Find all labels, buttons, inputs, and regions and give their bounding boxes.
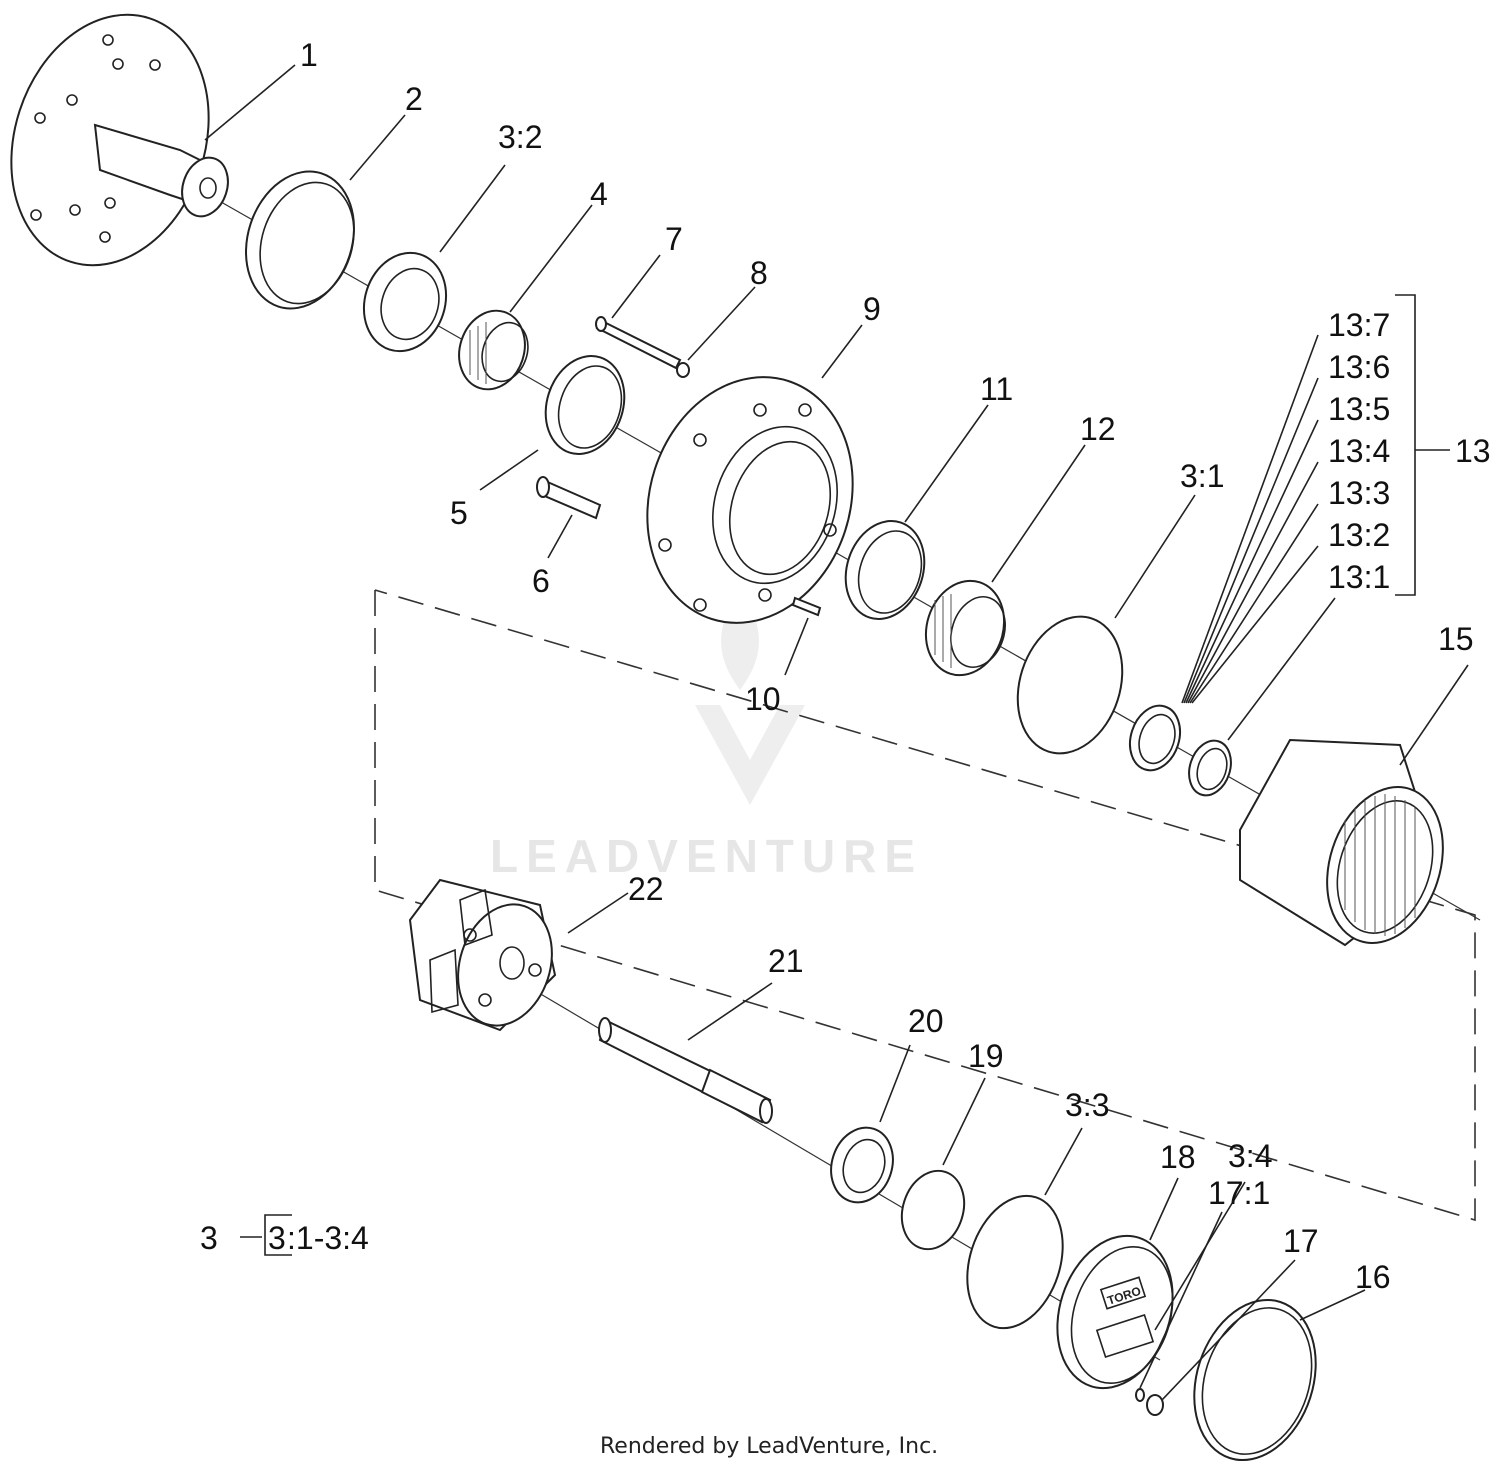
label-9: 9 <box>863 291 881 327</box>
footer-credit: Rendered by LeadVenture, Inc. <box>600 1434 938 1459</box>
label-13-4: 13:4 <box>1328 433 1390 469</box>
part-2-seal-sleeve <box>245 170 355 310</box>
part-9-wheel-hub <box>646 376 854 624</box>
label-2: 2 <box>405 81 423 117</box>
part-16-snap-ring <box>1193 1298 1317 1462</box>
part-1-flange-shaft <box>10 13 229 267</box>
part-3-1-o-ring <box>1016 615 1124 755</box>
dashed-connection-line <box>374 589 1476 1222</box>
part-3-3-o-ring <box>966 1194 1064 1330</box>
part-21-input-shaft <box>598 1017 773 1124</box>
label-20: 20 <box>908 1003 944 1039</box>
part-20-thrust-washer <box>830 1126 894 1204</box>
part-22-planet-carrier <box>408 878 557 1032</box>
label-19: 19 <box>968 1038 1004 1074</box>
legend-kit-prefix: 3 <box>268 1220 286 1256</box>
part-10-pin <box>791 596 822 617</box>
label-3-3: 3:3 <box>1065 1087 1109 1123</box>
label-13-3: 13:3 <box>1328 475 1390 511</box>
part-6-wheel-stud <box>536 476 602 520</box>
part-13-shim <box>1129 704 1181 772</box>
label-4: 4 <box>590 176 608 212</box>
label-15: 15 <box>1438 621 1474 657</box>
label-13-5: 13:5 <box>1328 391 1390 427</box>
part-17-1-washer <box>1135 1388 1145 1402</box>
label-13-1: 13:1 <box>1328 559 1390 595</box>
part-7-bolt <box>595 316 682 370</box>
label-1: 1 <box>300 37 318 73</box>
kit-legend: 3 3 :1-3:4 <box>200 1220 369 1256</box>
part-15-ring-gear <box>1239 738 1444 947</box>
part-3-2-seal <box>362 251 448 353</box>
legend-ref: 3 <box>200 1220 218 1256</box>
label-22: 22 <box>628 871 664 907</box>
part-8-nut <box>676 362 690 378</box>
part-19-thrust-plug <box>900 1169 966 1251</box>
label-18: 18 <box>1160 1139 1196 1175</box>
label-13-2: 13:2 <box>1328 517 1390 553</box>
label-7: 7 <box>665 221 683 257</box>
label-10: 10 <box>745 681 781 717</box>
label-3-1: 3:1 <box>1180 458 1224 494</box>
label-8: 8 <box>750 255 768 291</box>
legend-kit-range: :1-3:4 <box>287 1220 369 1256</box>
leader-lines <box>204 64 1469 1401</box>
part-13-1-retaining-ring <box>1188 739 1232 797</box>
label-21: 21 <box>768 943 804 979</box>
label-12: 12 <box>1080 411 1116 447</box>
label-3-2: 3:2 <box>498 119 542 155</box>
part-4-bearing-cone <box>458 309 529 391</box>
label-5: 5 <box>450 495 468 531</box>
callout-labels: 1 2 3:2 4 7 8 9 5 6 10 11 12 3:1 13:7 13… <box>300 37 1491 1295</box>
part-5-bearing-cup <box>544 355 626 455</box>
label-16: 16 <box>1355 1259 1391 1295</box>
label-13-6: 13:6 <box>1328 349 1390 385</box>
label-13-7: 13:7 <box>1328 307 1390 343</box>
label-13: 13 <box>1455 433 1491 469</box>
watermark-text: LEADVENTURE <box>490 830 923 882</box>
part-11-bearing-cup <box>844 520 926 620</box>
part-17-screw <box>1146 1394 1164 1416</box>
label-3-4: 3:4 <box>1228 1138 1272 1174</box>
label-11: 11 <box>980 371 1013 407</box>
label-17: 17 <box>1283 1223 1319 1259</box>
watermark: LEADVENTURE <box>490 590 923 882</box>
part-12-bearing-cone <box>924 579 1006 677</box>
label-6: 6 <box>532 563 550 599</box>
label-17-1: 17:1 <box>1208 1175 1270 1211</box>
